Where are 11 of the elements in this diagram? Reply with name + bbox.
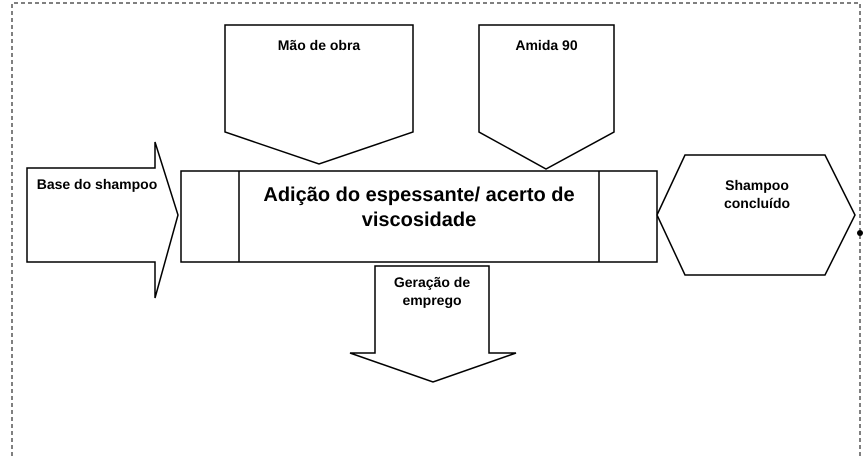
process-label: Adição do espessante/ acerto de viscosidade xyxy=(262,183,576,233)
output-arrow xyxy=(350,266,517,383)
arrow-label: Base do shampoo xyxy=(36,176,158,194)
arrow-label: Shampoo concluído xyxy=(722,177,792,212)
input-arrow xyxy=(225,25,413,164)
input-arrow xyxy=(27,142,179,298)
output-hexagon xyxy=(657,155,856,276)
input-arrow xyxy=(479,25,614,169)
arrow-label: Geração de emprego xyxy=(392,274,472,309)
arrow-label: Mão de obra xyxy=(276,37,362,54)
arrow-label: Amida 90 xyxy=(514,37,579,54)
